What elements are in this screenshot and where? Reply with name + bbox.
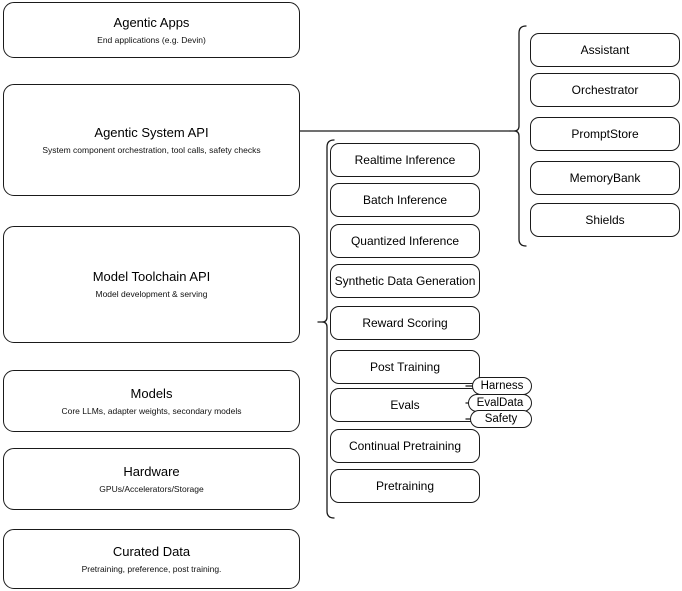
evals-subcomponent-harness[interactable]: Harness <box>472 377 532 395</box>
pill-label: Safety <box>484 413 518 425</box>
component-label: PromptStore <box>571 126 639 141</box>
component-label: MemoryBank <box>569 170 641 185</box>
component-label: Shields <box>585 212 625 227</box>
component-realtime-inference[interactable]: Realtime Inference <box>330 143 480 177</box>
component-orchestrator[interactable]: Orchestrator <box>530 73 680 107</box>
layer-subtitle: End applications (e.g. Devin) <box>97 34 206 45</box>
layer-models[interactable]: Models Core LLMs, adapter weights, secon… <box>3 370 300 432</box>
component-label: Post Training <box>369 359 441 374</box>
layer-title: Agentic Apps <box>113 14 190 30</box>
component-label: Reward Scoring <box>362 315 448 330</box>
component-synthetic-data-generation[interactable]: Synthetic Data Generation <box>330 264 480 298</box>
component-shields[interactable]: Shields <box>530 203 680 237</box>
evals-subcomponent-safety[interactable]: Safety <box>470 410 532 428</box>
component-label: Assistant <box>580 42 630 57</box>
component-reward-scoring[interactable]: Reward Scoring <box>330 306 480 340</box>
layer-subtitle: GPUs/Accelerators/Storage <box>99 483 204 494</box>
layer-title: Curated Data <box>112 543 191 559</box>
pill-label: Harness <box>480 380 524 392</box>
layer-curated-data[interactable]: Curated Data Pretraining, preference, po… <box>3 529 300 589</box>
layer-title: Hardware <box>123 463 180 479</box>
component-label: Synthetic Data Generation <box>334 273 476 288</box>
component-label: Orchestrator <box>571 82 639 97</box>
bracket-agentic-components <box>509 25 527 247</box>
layer-subtitle: System component orchestration, tool cal… <box>42 144 261 155</box>
layer-subtitle: Model development & serving <box>95 289 208 300</box>
component-label: Realtime Inference <box>354 152 456 167</box>
component-continual-pretraining[interactable]: Continual Pretraining <box>330 429 480 463</box>
layer-hardware[interactable]: Hardware GPUs/Accelerators/Storage <box>3 448 300 510</box>
component-assistant[interactable]: Assistant <box>530 33 680 67</box>
component-evals[interactable]: Evals <box>330 388 480 422</box>
layer-subtitle: Core LLMs, adapter weights, secondary mo… <box>61 405 242 416</box>
layer-title: Agentic System API <box>94 124 209 140</box>
component-pretraining[interactable]: Pretraining <box>330 469 480 503</box>
component-quantized-inference[interactable]: Quantized Inference <box>330 224 480 258</box>
layer-agentic-apps[interactable]: Agentic Apps End applications (e.g. Devi… <box>3 2 300 58</box>
component-label: Pretraining <box>375 478 435 493</box>
layer-title: Models <box>130 385 173 401</box>
component-batch-inference[interactable]: Batch Inference <box>330 183 480 217</box>
component-label: Evals <box>390 397 420 412</box>
component-post-training[interactable]: Post Training <box>330 350 480 384</box>
layer-model-toolchain-api[interactable]: Model Toolchain API Model development & … <box>3 226 300 343</box>
pill-label: EvalData <box>476 397 524 409</box>
component-label: Quantized Inference <box>350 233 460 248</box>
layer-subtitle: Pretraining, preference, post training. <box>81 563 222 574</box>
layer-title: Model Toolchain API <box>92 269 211 285</box>
layer-agentic-system-api[interactable]: Agentic System API System component orch… <box>3 84 300 196</box>
component-memorybank[interactable]: MemoryBank <box>530 161 680 195</box>
component-promptstore[interactable]: PromptStore <box>530 117 680 151</box>
component-label: Batch Inference <box>362 192 448 207</box>
component-label: Continual Pretraining <box>348 438 462 453</box>
